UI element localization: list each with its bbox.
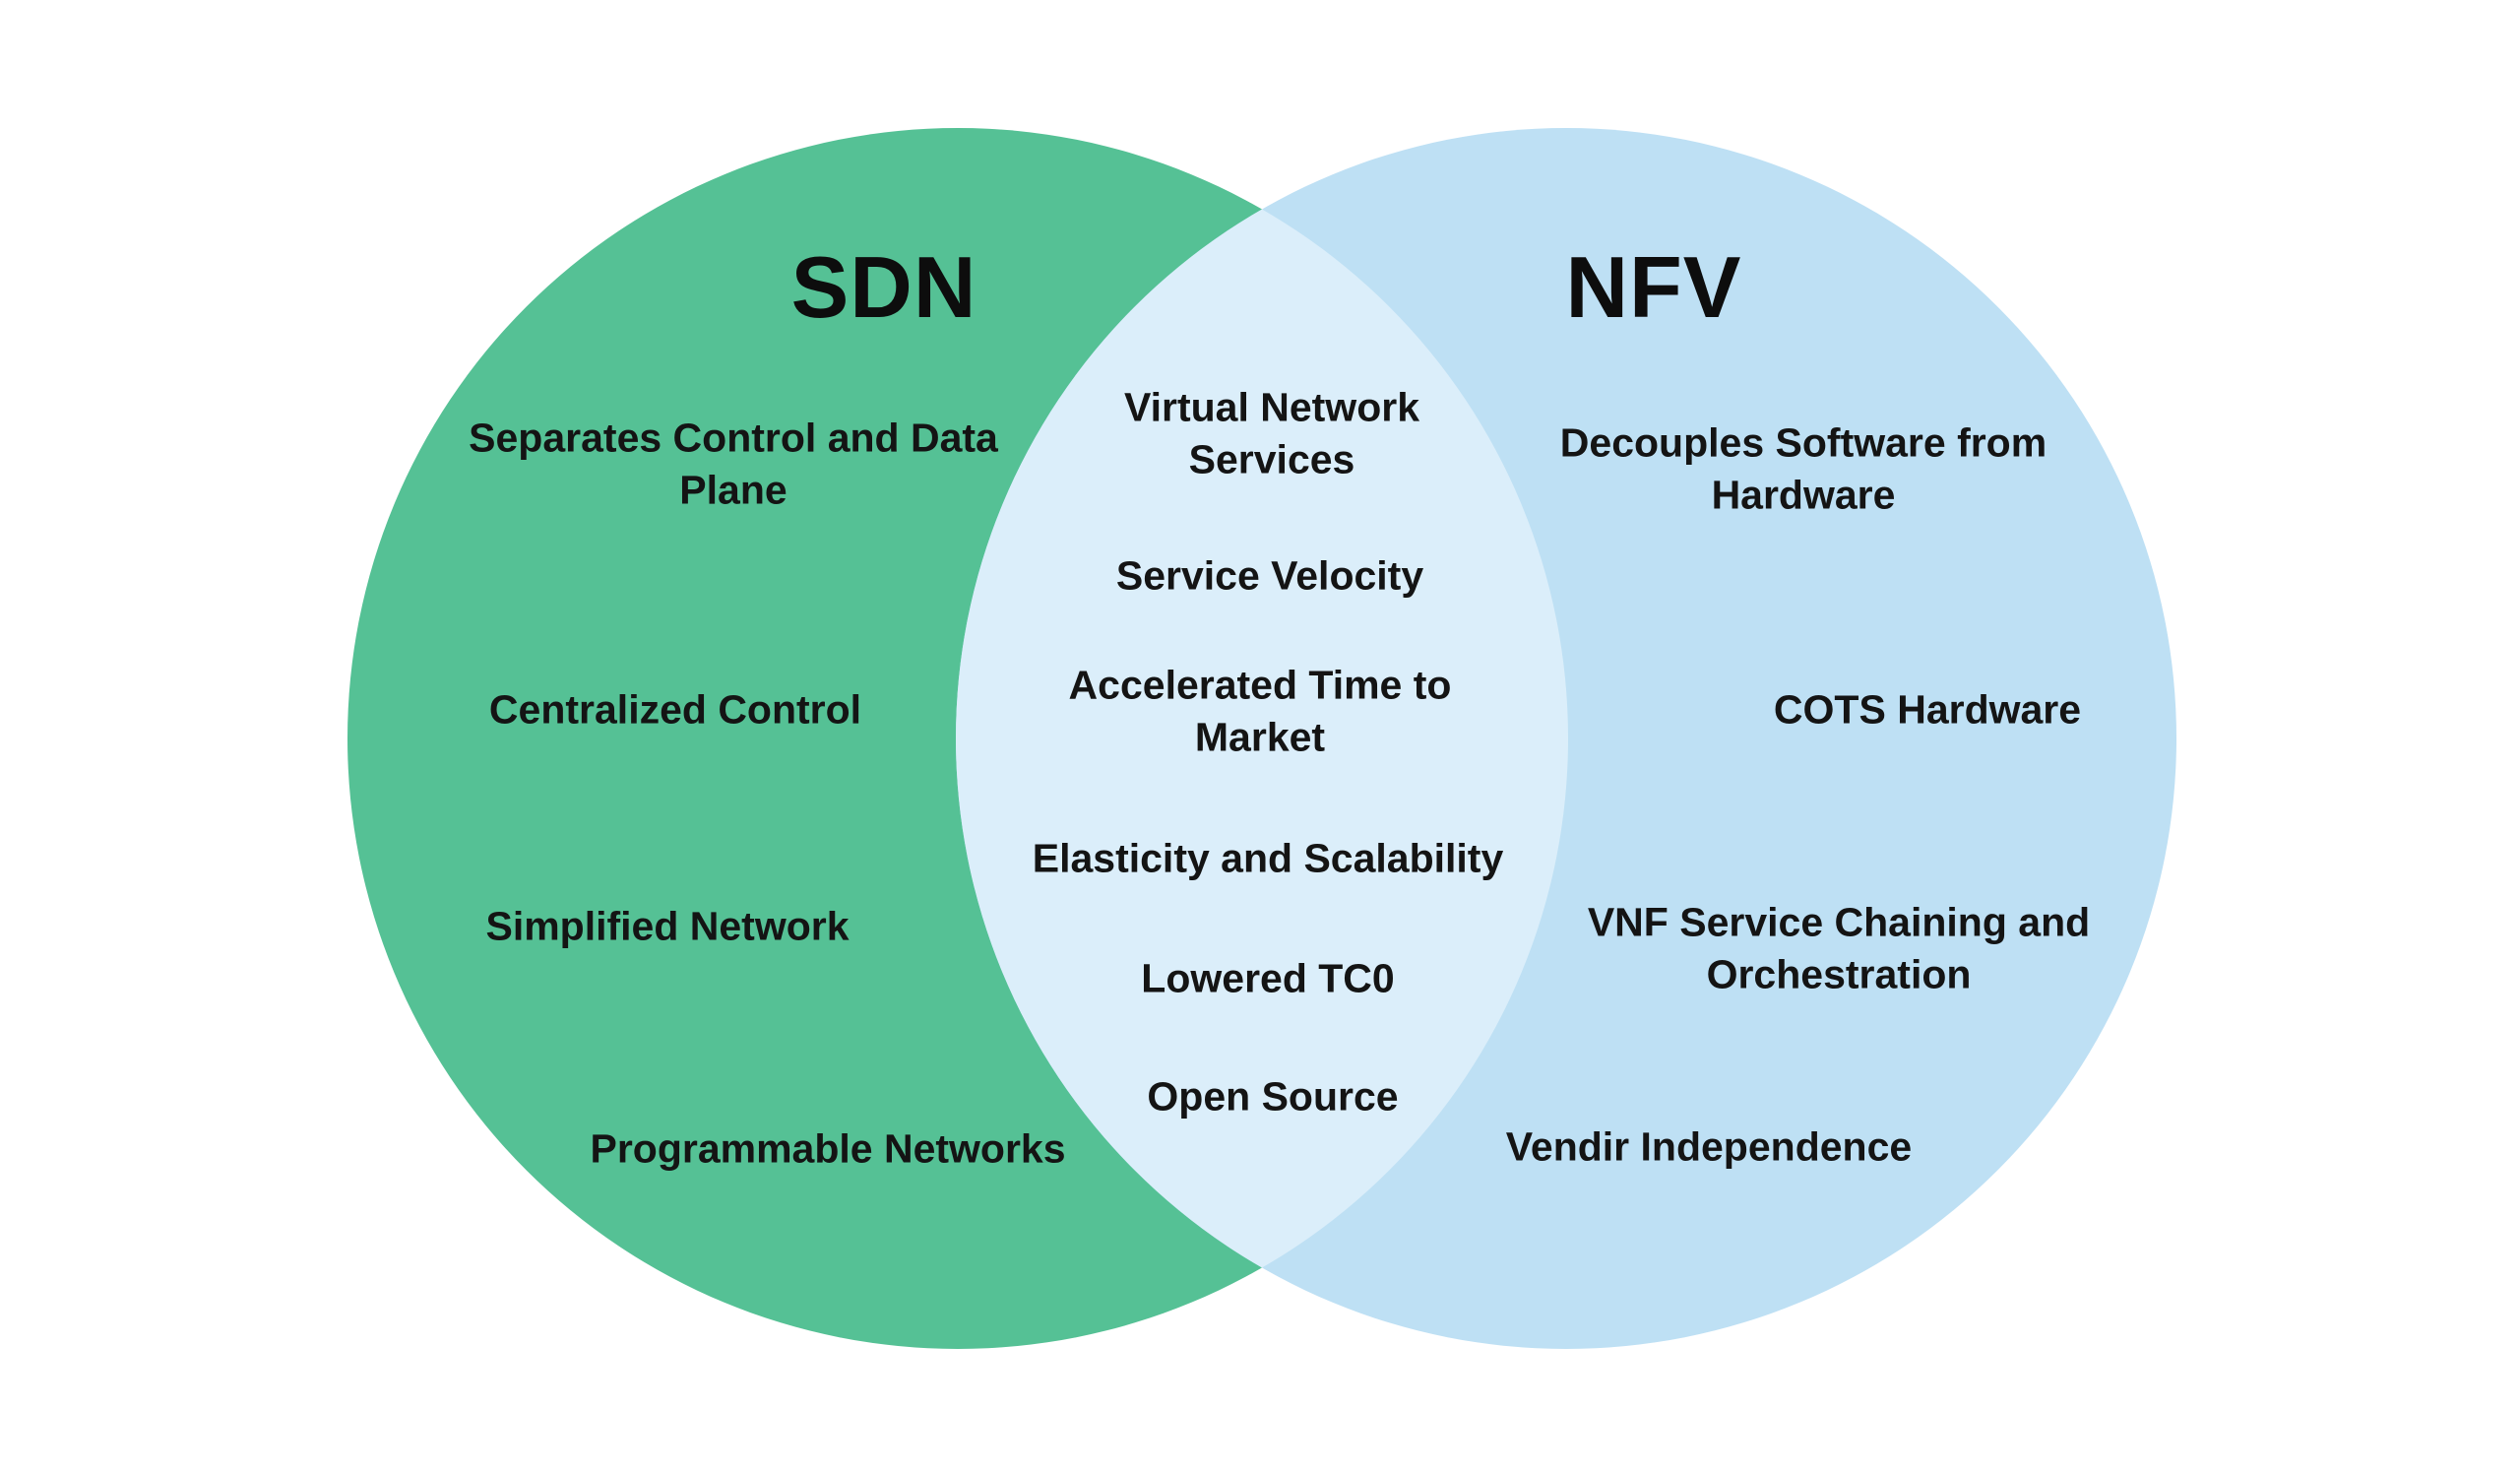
sdn-item-simplified-network: Simplified Network	[485, 903, 850, 949]
overlap-item-open-source: Open Source	[1147, 1073, 1399, 1120]
overlap-item-service-velocity: Service Velocity	[1115, 552, 1424, 599]
nfv-item-decouples-software-from-hardware: Decouples Software from Hardware	[1559, 419, 2048, 518]
nfv-item-vendir-independence: Vendir Independence	[1505, 1123, 1913, 1170]
overlap-item-virtual-network-services: Virtual Network Services	[1124, 384, 1419, 482]
overlap-item-accelerated-time-to-market: Accelerated Time to Market	[1068, 662, 1452, 760]
overlap-item-elasticity-and-scalability: Elasticity and Scalability	[1032, 835, 1504, 881]
sdn-item-programmable-networks: Programmable Networks	[590, 1125, 1066, 1172]
nfv-title: NFV	[1565, 238, 1742, 336]
overlap-lens	[956, 128, 1568, 1349]
sdn-title: SDN	[790, 238, 977, 336]
nfv-item-cots-hardware: COTS Hardware	[1773, 686, 2082, 733]
nfv-item-vnf-service-chaining: VNF Service Chaining and Orchestration	[1587, 899, 2091, 997]
sdn-item-centralized-control: Centralized Control	[488, 686, 862, 733]
sdn-item-separates-control-data-plane: Separates Control and Data Plane	[469, 415, 998, 513]
overlap-item-lowered-tco: Lowered TC0	[1141, 955, 1395, 1001]
